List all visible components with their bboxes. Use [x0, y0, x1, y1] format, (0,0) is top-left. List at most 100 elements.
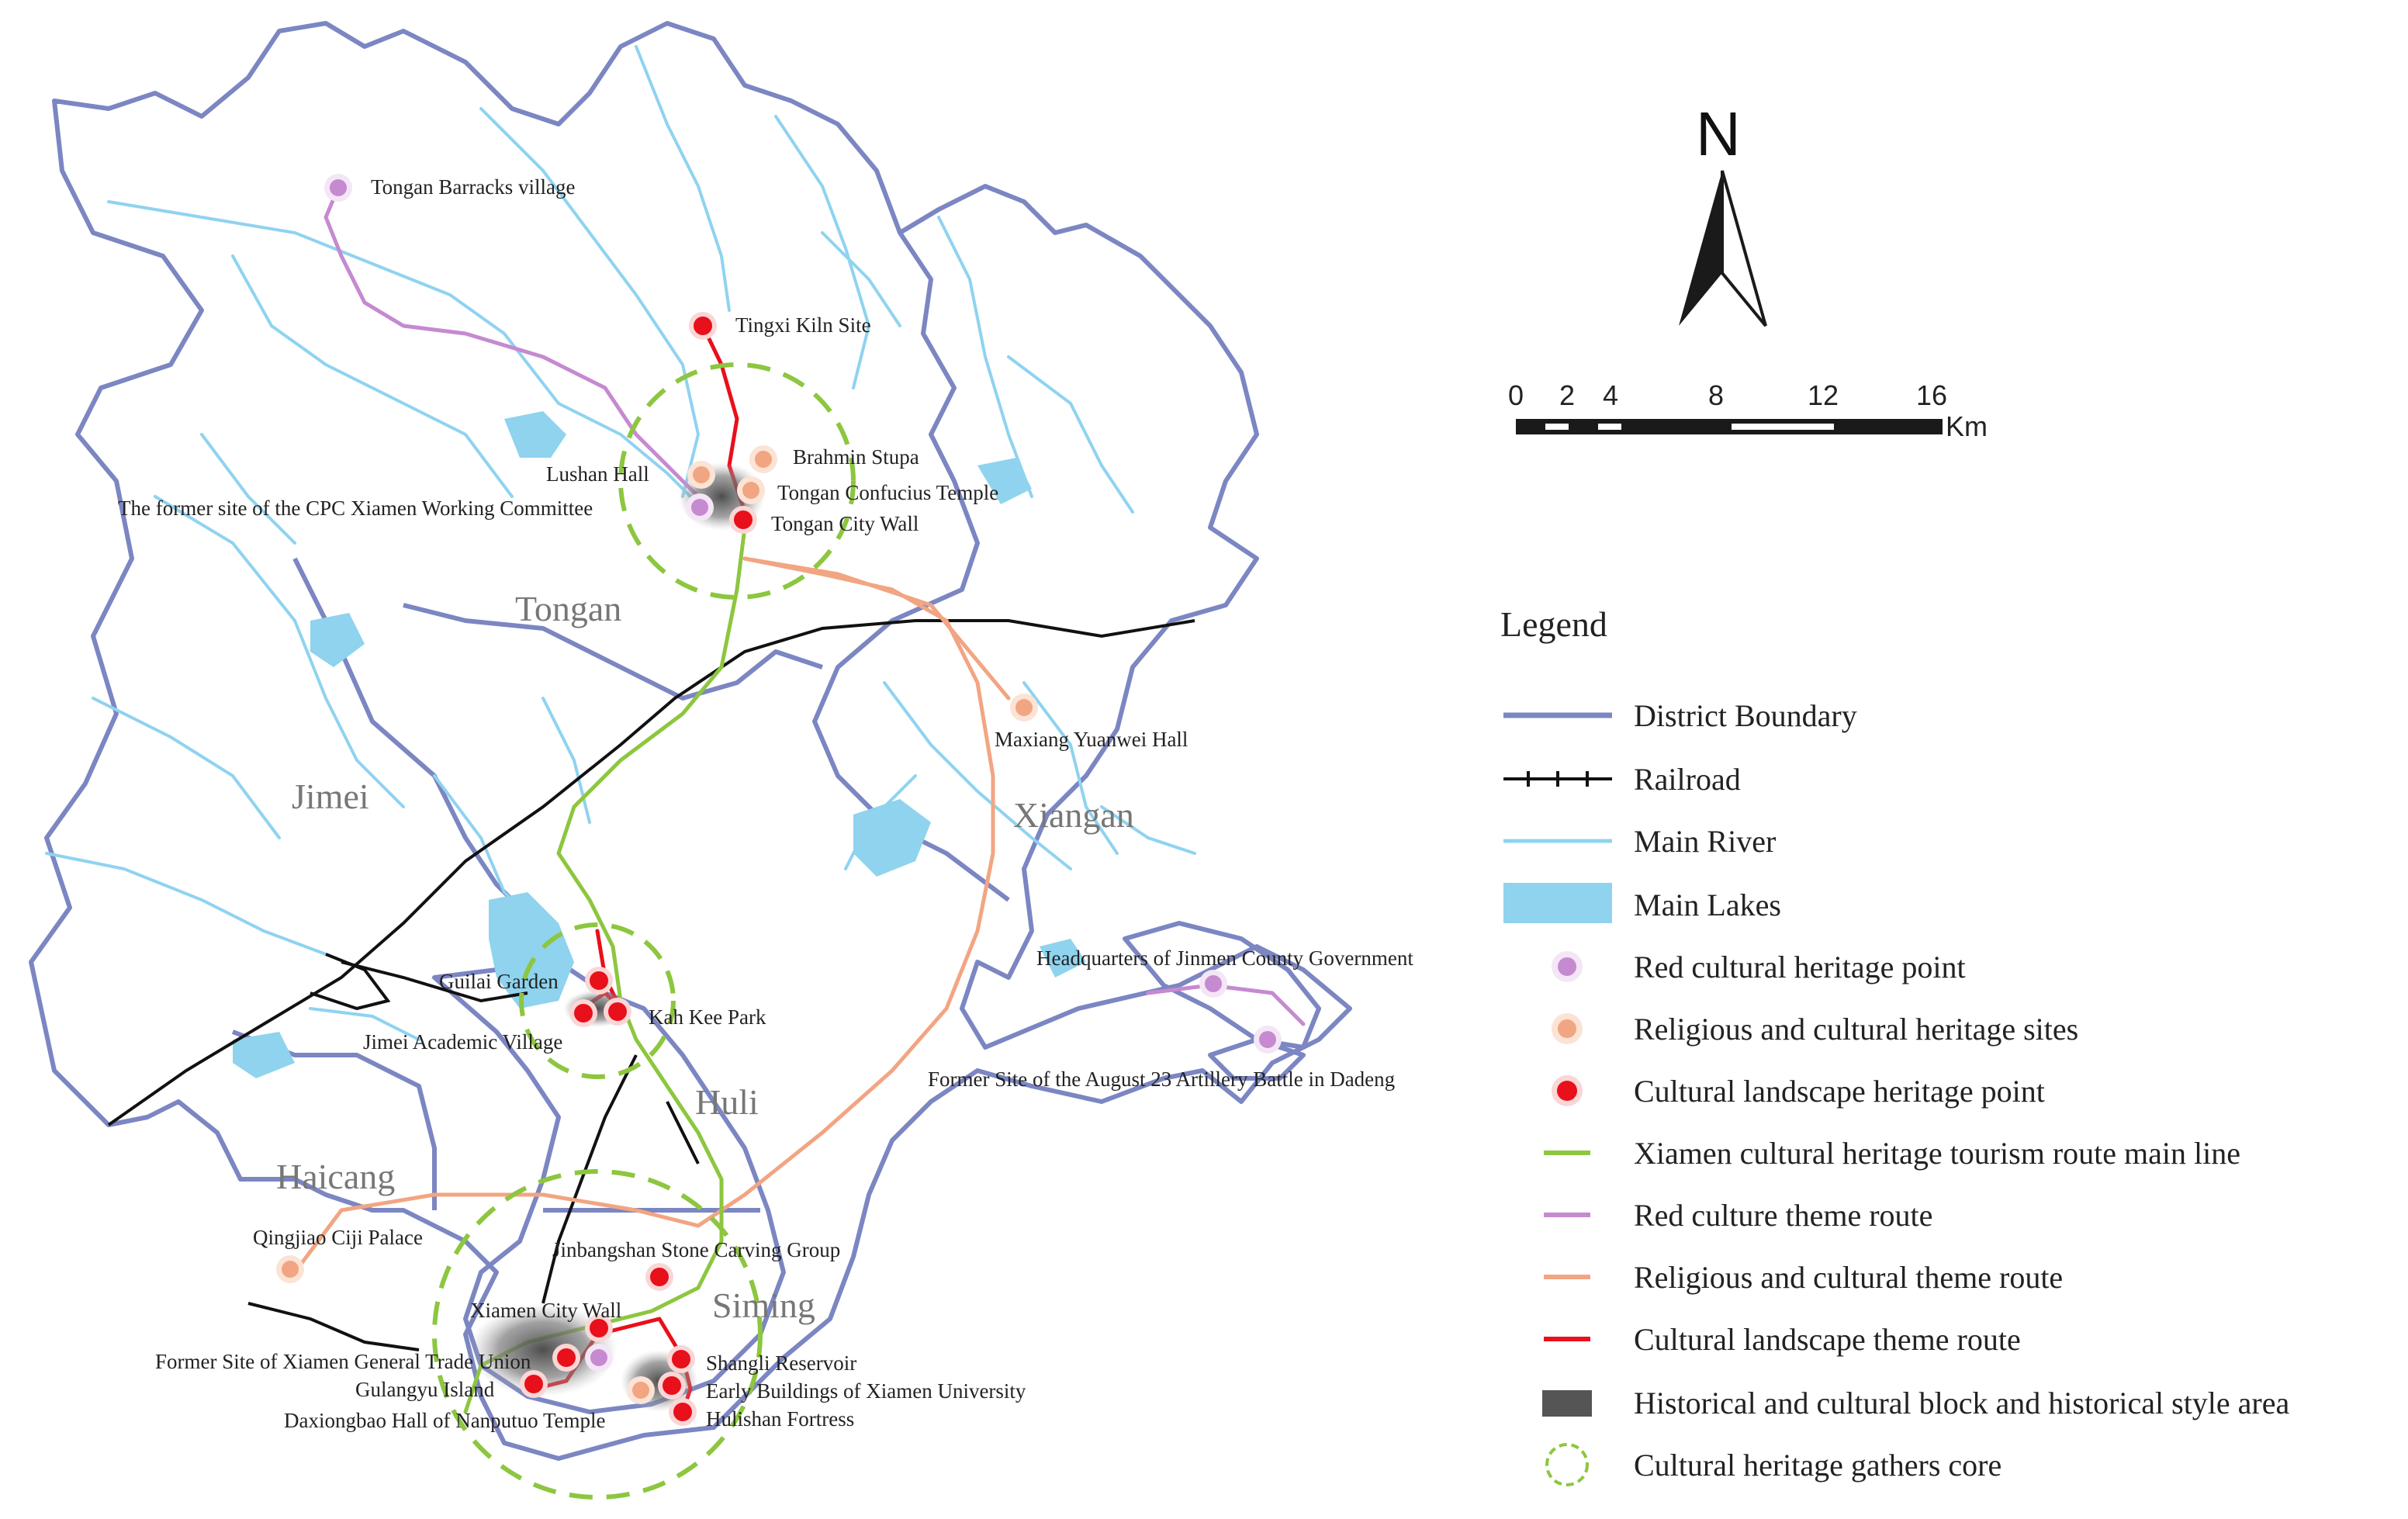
scale-tick-label: 16: [1916, 379, 1947, 411]
boundary-jimei-tongan: [403, 603, 823, 701]
boundary-tongan-xiangan: [812, 231, 1010, 902]
historic-block-siming: [469, 1303, 618, 1396]
heritage-cores: [432, 362, 856, 1500]
railroad-branch: [341, 960, 528, 1003]
religious-heritage-point: [627, 1376, 655, 1404]
railroad-main: [107, 619, 1195, 1126]
river: [774, 115, 871, 389]
boundary-jimei-west: [292, 557, 545, 933]
legend-symbol-red-point: [1552, 951, 1583, 982]
scale-unit-label: Km: [1946, 410, 1988, 442]
river: [231, 254, 514, 498]
landscape-heritage-point: [689, 312, 717, 340]
boundary-dadeng-island: [1123, 921, 1321, 1050]
railroad-east: [666, 1101, 700, 1164]
district-label-huli: Huli: [695, 1082, 759, 1122]
lake: [489, 892, 574, 1009]
heritage-core-siming: [432, 1169, 763, 1500]
site-label: Gulangyu Island: [355, 1378, 495, 1401]
site-label: Jimei Academic Village: [363, 1030, 562, 1054]
scale-bar-frame: [1516, 419, 1943, 434]
north-arrow-dark-half: [1679, 171, 1722, 326]
heritage-core-tongan: [618, 362, 856, 600]
religious-route-west: [292, 1192, 701, 1275]
site-label: Lushan Hall: [546, 462, 649, 486]
red-heritage-point: [585, 1344, 613, 1372]
scale-tick-label: 4: [1603, 379, 1618, 411]
river: [479, 107, 701, 498]
landscape-heritage-point: [520, 1370, 548, 1398]
legend-symbol-block: [1542, 1390, 1592, 1417]
scale-tick-label: 2: [1559, 379, 1575, 411]
scale-tick-label: 0: [1508, 379, 1524, 411]
site-label: Former Site of the August 23 Artillery B…: [928, 1067, 1395, 1091]
landscape-heritage-point: [658, 1372, 686, 1400]
legend-item-label: Cultural heritage gathers core: [1634, 1448, 2001, 1483]
scale-bar-segment: [1732, 424, 1834, 430]
railroad-jimei-loop: [310, 953, 391, 1011]
main-lakes: [233, 411, 1086, 1078]
lake: [310, 613, 365, 667]
railroads: [107, 619, 1195, 1351]
lake: [1040, 939, 1086, 977]
legend-item-label: Religious and cultural heritage sites: [1634, 1012, 2078, 1047]
river: [200, 433, 296, 545]
scale-bar-segment: [1598, 424, 1621, 430]
river: [541, 697, 591, 824]
scale-tick-label: 8: [1708, 379, 1724, 411]
river: [883, 681, 1072, 870]
site-label: Jinbangshan Stone Carving Group: [552, 1238, 840, 1261]
north-arrow: N: [1679, 99, 1767, 327]
coastline-outline: [29, 21, 1352, 1461]
legend-item-label: Historical and cultural block and histor…: [1634, 1386, 2290, 1420]
district-label-siming: Siming: [712, 1285, 815, 1325]
religious-heritage-point: [749, 445, 777, 473]
red-heritage-point: [1199, 970, 1227, 998]
legend-item-label: Main River: [1634, 824, 1776, 859]
site-label: Brahmin Stupa: [793, 445, 919, 469]
site-labels: Tongan Barracks village Tingxi Kiln Site…: [118, 175, 1413, 1432]
river: [821, 231, 901, 327]
site-label: Qingjiao Ciji Palace: [253, 1226, 423, 1249]
lake: [853, 799, 931, 877]
legend-symbol-railroad: [1503, 771, 1612, 787]
north-label: N: [1696, 99, 1741, 168]
legend-item-label: District Boundary: [1634, 698, 1857, 733]
landscape-heritage-point: [669, 1398, 697, 1426]
legend-item-label: Red culture theme route: [1634, 1198, 1932, 1233]
railroad-haicang: [247, 1302, 420, 1351]
district-labels: Tongan Jimei Xiangan Huli Haicang Siming: [276, 589, 1134, 1325]
lake: [233, 1032, 295, 1078]
legend-symbol-religious-point: [1552, 1013, 1583, 1044]
site-label: Former Site of Xiamen General Trade Unio…: [155, 1350, 531, 1373]
red-heritage-point: [1254, 1026, 1282, 1054]
legend-item-label: Cultural landscape heritage point: [1634, 1074, 2045, 1109]
site-label: Tingxi Kiln Site: [735, 313, 871, 337]
legend-title: Legend: [1500, 604, 1607, 644]
district-label-jimei: Jimei: [292, 777, 369, 816]
river: [92, 697, 281, 839]
religious-route-tongan: [742, 556, 1011, 701]
legend-item-label: Religious and cultural theme route: [1634, 1260, 2063, 1295]
legend-item-label: Cultural landscape theme route: [1634, 1322, 2021, 1357]
site-label: Early Buildings of Xiamen University: [706, 1379, 1026, 1403]
landscape-heritage-point: [552, 1344, 580, 1372]
river: [107, 200, 700, 506]
north-arrow-light-half: [1721, 170, 1767, 327]
site-label: Xiamen City Wall: [470, 1299, 621, 1322]
site-label: The former site of the CPC Xiamen Workin…: [118, 497, 593, 520]
scale-bar: 0 2 4 8 12 16 Km: [1508, 379, 1988, 442]
river: [1022, 681, 1119, 855]
main-rivers: [45, 45, 1196, 1041]
legend-item-label: Red cultural heritage point: [1634, 950, 1966, 984]
site-label: Shangli Reservoir: [706, 1351, 856, 1375]
heritage-points: [276, 174, 1282, 1426]
religious-route-north: [696, 556, 995, 1228]
scale-tick-label: 12: [1808, 379, 1839, 411]
religious-heritage-point: [737, 476, 765, 504]
legend-symbol-lake: [1503, 883, 1612, 923]
lake: [977, 458, 1032, 504]
landscape-heritage-point: [585, 1314, 613, 1342]
legend-item-label: Main Lakes: [1634, 888, 1781, 922]
